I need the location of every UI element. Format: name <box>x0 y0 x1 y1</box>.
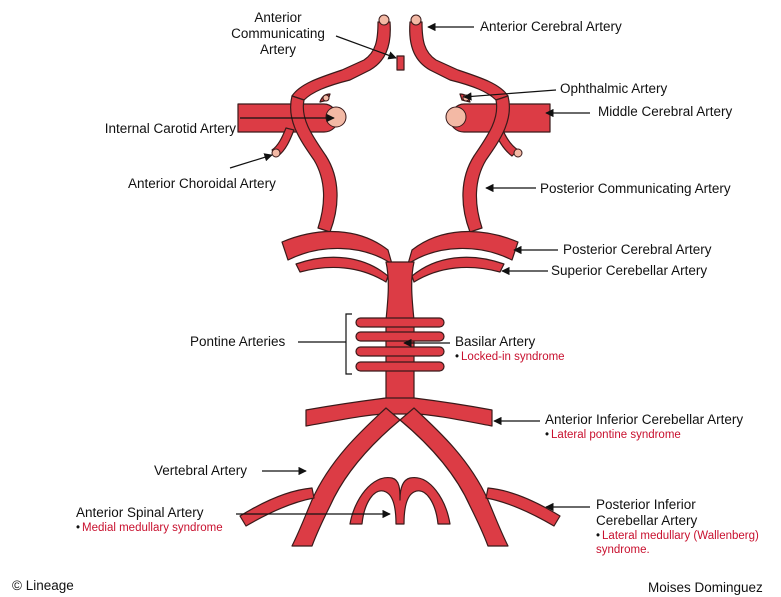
aica-name: Anterior Inferior Cerebellar Artery <box>545 412 743 427</box>
label-aica: Anterior Inferior Cerebellar Artery Late… <box>545 412 743 442</box>
anterior-inferior-cerebellar-artery <box>306 398 492 426</box>
anterior-communicating-artery <box>397 56 404 70</box>
arrow-ophthalmic <box>464 90 556 97</box>
label-basilar: Basilar Artery Locked-in syndrome <box>455 334 565 364</box>
anterior-spinal-artery <box>350 478 450 524</box>
copyright-footer: © Lineage <box>12 578 74 593</box>
pica-syndrome: Lateral medullary (Wallenberg) syndrome. <box>596 529 759 557</box>
label-vertebral: Vertebral Artery <box>154 463 247 479</box>
anterior-spinal-name: Anterior Spinal Artery <box>76 505 204 520</box>
vertebral-artery-right <box>400 408 508 546</box>
artery-network <box>238 22 560 546</box>
label-anterior-choroidal: Anterior Choroidal Artery <box>128 176 276 192</box>
label-internal-carotid: Internal Carotid Artery <box>58 121 236 137</box>
arrow-anterior-choroidal <box>230 155 272 168</box>
anterior-choroidal-end <box>272 149 280 157</box>
pontine-branch-1 <box>356 318 444 327</box>
left-ophthalmic-end <box>323 95 329 101</box>
label-posterior-communicating: Posterior Communicating Artery <box>540 181 731 197</box>
label-ophthalmic: Ophthalmic Artery <box>560 81 667 97</box>
ophthalmic-end <box>463 95 469 101</box>
pontine-branch-2 <box>356 332 444 341</box>
label-pica: Posterior Inferior Cerebellar Artery Lat… <box>596 497 759 557</box>
superior-cerebellar-artery-right <box>412 257 504 282</box>
label-anterior-cerebral: Anterior Cerebral Artery <box>480 19 622 35</box>
basilar-name: Basilar Artery <box>455 334 535 349</box>
right-branch-end <box>514 149 522 157</box>
label-posterior-cerebral: Posterior Cerebral Artery <box>563 242 712 258</box>
superior-cerebellar-artery-left <box>296 257 388 282</box>
anterior-cerebral-end-right <box>411 15 421 25</box>
label-anterior-communicating: Anterior Communicating Artery <box>218 10 338 58</box>
label-pontine: Pontine Arteries <box>190 334 285 350</box>
pontine-branch-4 <box>356 362 444 371</box>
author-footer: Moises Dominguez <box>648 580 763 595</box>
pontine-branch-3 <box>356 347 444 356</box>
internal-carotid-end-left <box>326 107 346 127</box>
anterior-cerebral-end-left <box>379 15 389 25</box>
pica-name: Posterior Inferior Cerebellar Artery <box>596 497 759 529</box>
middle-cerebral-end-right <box>446 107 466 127</box>
label-middle-cerebral: Middle Cerebral Artery <box>598 104 732 120</box>
anterior-spinal-syndrome: Medial medullary syndrome <box>76 521 223 535</box>
pontine-bracket <box>346 314 352 374</box>
basilar-syndrome: Locked-in syndrome <box>455 350 565 364</box>
vertebral-artery-left <box>292 408 400 546</box>
label-superior-cerebellar: Superior Cerebellar Artery <box>551 263 707 279</box>
label-anterior-spinal: Anterior Spinal Artery Medial medullary … <box>76 505 223 535</box>
aica-syndrome: Lateral pontine syndrome <box>545 428 743 442</box>
